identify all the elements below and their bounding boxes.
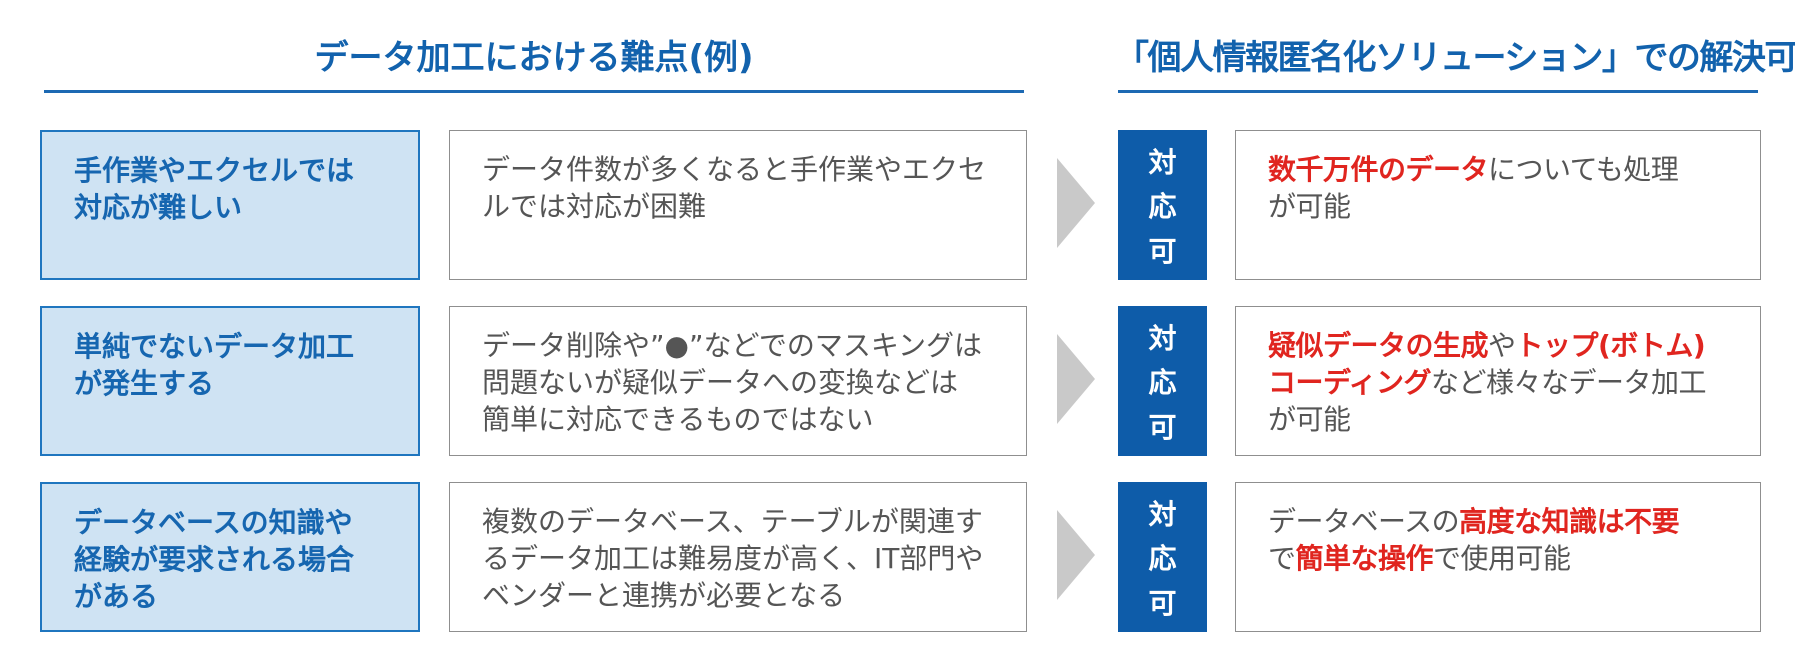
- solution-highlight-text: 高度な知識は不要: [1459, 505, 1680, 538]
- verdict-badge: 対応可: [1118, 306, 1207, 456]
- verdict-char: 対: [1148, 321, 1177, 355]
- solution-highlight-text: 数千万件のデータ: [1268, 153, 1489, 186]
- solution-text: が可能: [1268, 190, 1351, 223]
- left-section-title: データ加工における難点(例): [314, 38, 754, 78]
- solution-highlight-text: コーディング: [1268, 366, 1432, 399]
- issue-detail-box: データ削除や”●”などでのマスキングは 問題ないが疑似データへの変換などは 簡単…: [449, 306, 1027, 456]
- solution-box: 疑似データの生成やトップ(ボトム) コーディングなど様々なデータ加工が可能: [1235, 306, 1761, 456]
- verdict-badge: 対応可: [1118, 482, 1207, 632]
- solution-text: で: [1268, 542, 1296, 575]
- issue-detail-box: 複数のデータベース、テーブルが関連す るデータ加工は難易度が高く、IT部門や ベ…: [449, 482, 1027, 632]
- verdict-char: 可: [1148, 234, 1177, 268]
- solution-box: 数千万件のデータについても処理が可能: [1235, 130, 1761, 280]
- arrow-right-icon: [1057, 510, 1095, 600]
- solution-text: で使用可能: [1433, 542, 1571, 575]
- comparison-row: データベースの知識や 経験が要求される場合 がある複数のデータベース、テーブルが…: [0, 482, 1795, 632]
- issue-box: データベースの知識や 経験が要求される場合 がある: [40, 482, 420, 632]
- solution-text: や: [1488, 329, 1516, 362]
- verdict-badge: 対応可: [1118, 130, 1207, 280]
- verdict-char: 応: [1148, 542, 1177, 575]
- solution-text: データベースの: [1268, 505, 1460, 538]
- solution-text: が可能: [1268, 403, 1351, 436]
- left-title-rule: [44, 90, 1024, 93]
- solution-highlight-text: トップ(ボトム): [1515, 329, 1706, 362]
- solution-highlight-text: 簡単な操作: [1295, 542, 1434, 575]
- issue-detail-box: データ件数が多くなると手作業やエクセ ルでは対応が困難: [449, 130, 1027, 280]
- right-section-title: 「個人情報匿名化ソリューション」での解決可否: [1115, 38, 1795, 78]
- comparison-row: 単純でないデータ加工 が発生するデータ削除や”●”などでのマスキングは 問題ない…: [0, 306, 1795, 456]
- verdict-char: 対: [1148, 497, 1177, 531]
- verdict-char: 応: [1148, 190, 1177, 223]
- comparison-row: 手作業やエクセルでは 対応が難しいデータ件数が多くなると手作業やエクセ ルでは対…: [0, 130, 1795, 280]
- solution-text: についても処理: [1488, 153, 1679, 186]
- arrow-right-icon: [1057, 158, 1095, 248]
- issue-box: 単純でないデータ加工 が発生する: [40, 306, 420, 456]
- solution-highlight-text: 疑似データの生成: [1268, 329, 1489, 362]
- solution-box: データベースの高度な知識は不要で簡単な操作で使用可能: [1235, 482, 1761, 632]
- arrow-right-icon: [1057, 334, 1095, 424]
- verdict-char: 可: [1148, 586, 1177, 620]
- right-title-rule: [1118, 90, 1758, 93]
- verdict-char: 対: [1148, 145, 1177, 179]
- issue-box: 手作業やエクセルでは 対応が難しい: [40, 130, 420, 280]
- verdict-char: 可: [1148, 410, 1177, 444]
- solution-text: など様々なデータ加工: [1431, 366, 1707, 399]
- verdict-char: 応: [1148, 366, 1177, 399]
